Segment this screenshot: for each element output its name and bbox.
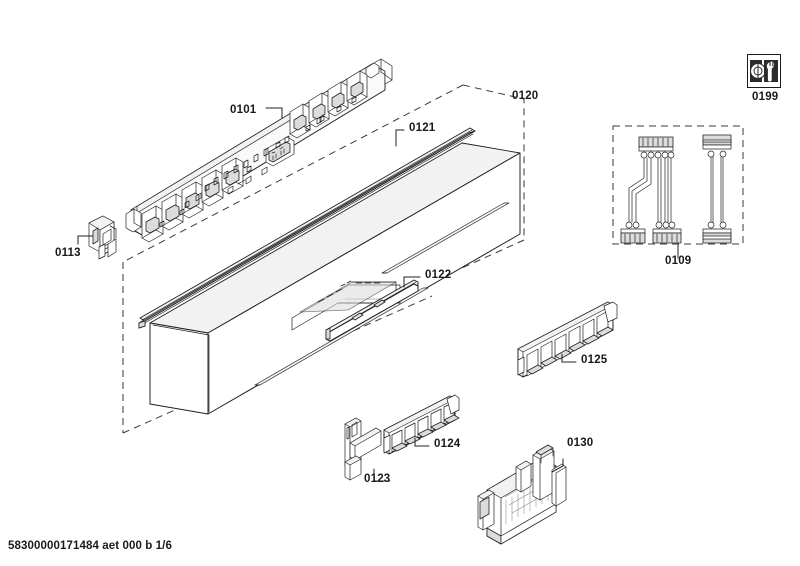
part-label-0125: 0125 [581, 354, 608, 366]
part-label-0130: 0130 [567, 437, 594, 449]
leader-0130 [551, 458, 564, 473]
pcb-edge-pads [204, 116, 322, 192]
part-label-0109: 0109 [665, 255, 692, 267]
upright-post-inner [515, 460, 532, 493]
upright-post-right [532, 444, 555, 501]
key-feet-0125 [526, 326, 614, 375]
pcb-surface-components [159, 96, 357, 228]
cable-harness-group-0109 [612, 125, 744, 259]
harness-five-wire [620, 136, 682, 244]
drawing-footer-text: 58300000171484 aet 000 b 1/6 [8, 540, 172, 552]
handle-strip-0122 [325, 279, 419, 342]
part-label-0122: 0122 [425, 269, 452, 281]
part-label-0120: 0120 [512, 90, 539, 102]
leader-0124 [414, 437, 430, 447]
dispenser-housing-0130 [477, 444, 567, 545]
part-label-0123: 0123 [364, 473, 391, 485]
key-feet-0124 [391, 414, 460, 452]
wrench-icon [748, 55, 780, 87]
leader-0121 [395, 129, 405, 147]
retaining-clip-0113 [88, 215, 117, 260]
trim-strip-0121 [138, 127, 476, 329]
leader-0122 [403, 276, 421, 288]
leader-0123 [373, 468, 391, 482]
harness-two-wire [702, 134, 732, 244]
part-label-0121: 0121 [409, 122, 436, 134]
leader-0113 [77, 235, 94, 245]
upright-post-left [477, 489, 495, 531]
push-rod-bracket-0123 [344, 417, 382, 481]
door-front-panel [149, 142, 521, 415]
leader-0125 [561, 353, 577, 363]
part-label-0124: 0124 [434, 438, 461, 450]
part-label-0101: 0101 [230, 104, 257, 116]
part-label-0199: 0199 [752, 91, 779, 103]
pcb-connectors-right [289, 70, 368, 139]
part-label-0113: 0113 [55, 247, 81, 259]
leader-0101 [265, 107, 283, 119]
service-tool-symbol-0199 [747, 54, 781, 88]
key-strip-0124 [383, 394, 460, 455]
control-pcb-0101 [125, 58, 393, 243]
key-strip-0125 [517, 301, 618, 378]
